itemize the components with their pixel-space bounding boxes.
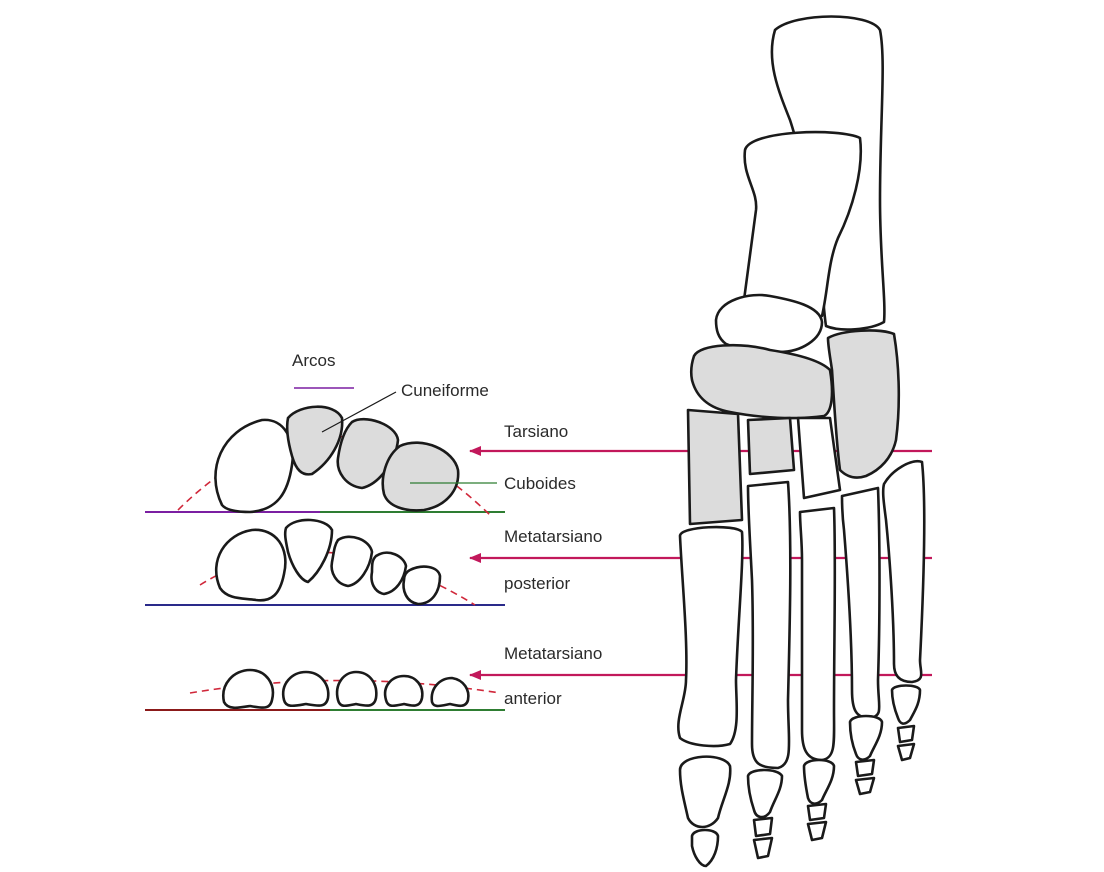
toe-5-middle <box>898 726 914 742</box>
metatarsal-1 <box>678 527 742 746</box>
toe-3-distal <box>808 822 826 840</box>
metatarsal-3 <box>800 508 835 760</box>
anterior-metatarsal-head-1 <box>223 670 273 708</box>
toe-4-distal <box>856 778 874 794</box>
metatarsal-4 <box>842 488 880 718</box>
anterior-metatarsal-head-2 <box>283 672 328 706</box>
toe-4-middle <box>856 760 874 776</box>
anterior-metatarsal-head-5 <box>432 678 469 706</box>
medial-cuneiform <box>688 410 742 524</box>
toe-3-middle <box>808 804 826 820</box>
label-arcos: Arcos <box>292 351 335 370</box>
label-cuneiforme: Cuneiforme <box>401 381 489 400</box>
foot-skeleton <box>678 17 924 867</box>
posterior-metatarsal-1 <box>216 530 285 600</box>
label-metatarsiano-anterior-2: anterior <box>504 689 562 708</box>
lateral-cuneiform <box>798 418 840 498</box>
posterior-metatarsal-3 <box>332 537 372 586</box>
label-metatarsiano-posterior-2: posterior <box>504 574 570 593</box>
label-metatarsiano-posterior-1: Metatarsiano <box>504 527 602 546</box>
toe-2-proximal <box>748 770 782 817</box>
tarsal-bone-1 <box>215 420 292 512</box>
label-metatarsiano-anterior-1: Metatarsiano <box>504 644 602 663</box>
anterior-metatarsal-head-4 <box>385 676 422 706</box>
toe-2-middle <box>754 818 772 836</box>
metatarsal-2 <box>748 482 790 768</box>
intermediate-cuneiform <box>748 418 794 474</box>
toe-5-distal <box>898 744 914 760</box>
arch-tarsal-section <box>145 407 505 515</box>
arch-anterior-metatarsal-section <box>145 670 505 710</box>
posterior-metatarsal-5 <box>404 567 440 604</box>
cuneiform-bone-1 <box>287 407 342 475</box>
label-cuboides: Cuboides <box>504 474 576 493</box>
posterior-metatarsal-2 <box>285 520 332 582</box>
toe-4-proximal <box>850 716 882 760</box>
toe-5-proximal <box>892 686 920 724</box>
metatarsal-5 <box>883 461 924 682</box>
cuboid-foot-bone <box>828 331 899 478</box>
posterior-metatarsal-4 <box>372 553 407 594</box>
anterior-metatarsal-head-3 <box>337 672 376 706</box>
cuneiform-foot-bones <box>691 345 832 418</box>
label-tarsiano: Tarsiano <box>504 422 568 441</box>
toe-2-distal <box>754 838 772 858</box>
hallux-distal-phalanx <box>692 830 718 866</box>
hallux-proximal-phalanx <box>680 757 730 827</box>
cuboid-bone <box>383 443 458 511</box>
toe-3-proximal <box>804 760 834 804</box>
arch-posterior-metatarsal-section <box>145 520 505 605</box>
